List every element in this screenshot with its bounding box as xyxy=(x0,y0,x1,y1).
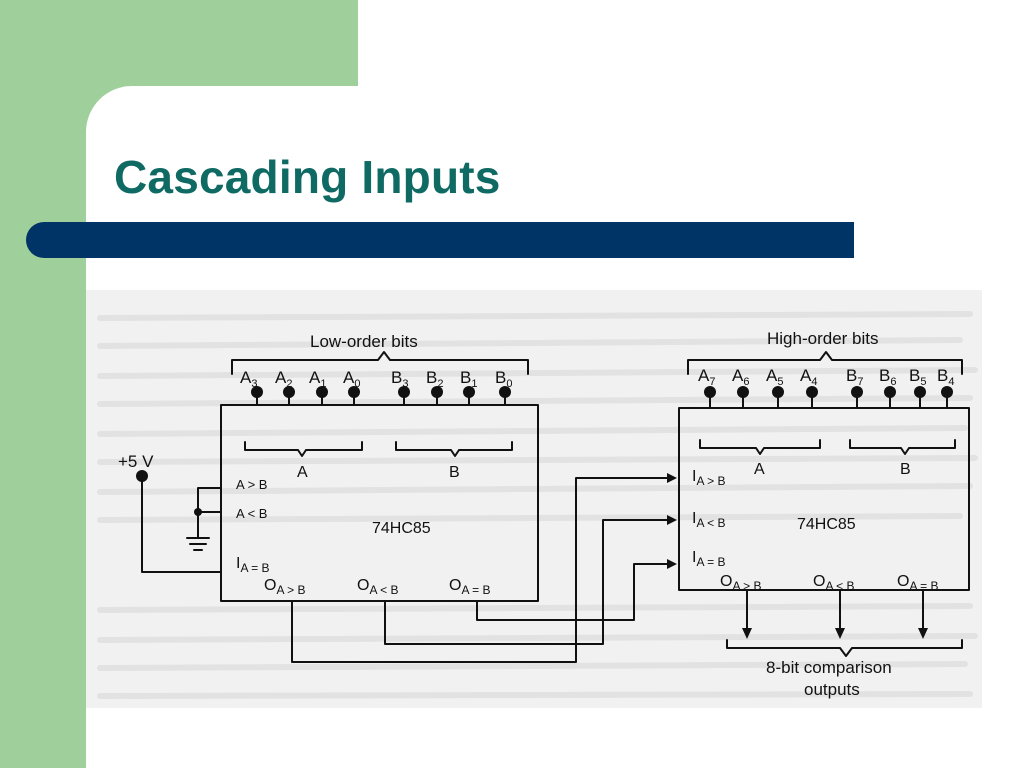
low-output-eq: OA = B xyxy=(449,577,490,597)
green-left-strip xyxy=(0,0,86,768)
supply-terminal xyxy=(136,470,148,482)
pin-terminal xyxy=(806,386,818,398)
supply-wire xyxy=(141,477,222,573)
pin-terminal xyxy=(316,386,328,398)
low-output-labels: OA > B OA < B OA = B xyxy=(264,577,490,597)
slide-title: Cascading Inputs xyxy=(114,151,501,203)
high-cascade-input-lt: IA < B xyxy=(692,510,725,530)
pin-terminal xyxy=(737,386,749,398)
ground-junction xyxy=(194,508,202,516)
low-order-bits-label: Low-order bits xyxy=(310,332,418,351)
low-word-b-label: B xyxy=(449,464,460,481)
cascade-wire-a-greater-b xyxy=(291,477,671,663)
cascade-wire-a-equal-b xyxy=(476,563,671,621)
low-word-a-label: A xyxy=(297,464,308,481)
page-bleed-texture xyxy=(97,311,978,699)
high-word-b-brace xyxy=(849,439,956,455)
high-cascade-input-labels: IA > B IA < B IA = B xyxy=(692,468,725,569)
low-cascade-input-gt: A > B xyxy=(236,477,267,492)
low-output-gt: OA > B xyxy=(264,577,305,597)
pin-label-a1: A1 xyxy=(309,368,326,390)
low-word-a-brace xyxy=(244,441,363,457)
low-cascade-input-eq: IA = B xyxy=(236,555,269,575)
high-cascade-input-gt: IA > B xyxy=(692,468,725,488)
comparator-cascade-figure: Low-order bits High-order bits A3 A2 A1 … xyxy=(86,290,982,708)
arrowheads xyxy=(667,473,928,639)
outputs-brace xyxy=(726,639,963,657)
high-cascade-input-eq: IA = B xyxy=(692,549,725,569)
high-word-a-label: A xyxy=(754,461,765,478)
high-word-b-label: B xyxy=(900,461,911,478)
pin-terminal xyxy=(884,386,896,398)
low-word-b-brace xyxy=(395,441,513,457)
high-chip-name: 74HC85 xyxy=(797,516,856,533)
pin-terminal xyxy=(463,386,475,398)
pin-label-a2: A2 xyxy=(275,368,292,390)
high-order-bits-label: High-order bits xyxy=(767,329,879,348)
ground-tie-wires xyxy=(186,487,222,551)
pin-terminal xyxy=(499,386,511,398)
pin-terminal xyxy=(283,386,295,398)
low-chip-name: 74HC85 xyxy=(372,520,431,537)
pin-label-a3: A3 xyxy=(240,368,257,390)
outputs-label-line2: outputs xyxy=(804,680,860,699)
high-order-comparator-chip xyxy=(678,407,970,591)
pin-terminal xyxy=(398,386,410,398)
pin-terminal xyxy=(704,386,716,398)
title-underline-bar xyxy=(26,222,854,258)
low-order-comparator-chip xyxy=(220,404,539,602)
cascade-wire-a-less-b xyxy=(384,519,671,645)
input-terminals xyxy=(136,386,953,516)
pin-terminal xyxy=(431,386,443,398)
high-order-bits-brace xyxy=(687,351,963,375)
supply-label: +5 V xyxy=(118,452,154,471)
low-order-pin-labels: A3 A2 A1 A0 B3 B2 B1 B0 xyxy=(240,368,512,390)
pin-terminal xyxy=(251,386,263,398)
low-cascade-input-lt: A < B xyxy=(236,506,267,521)
circuit-diagram: Low-order bits High-order bits A3 A2 A1 … xyxy=(97,311,978,699)
high-word-a-brace xyxy=(699,439,821,455)
pin-terminal xyxy=(941,386,953,398)
low-order-bits-brace xyxy=(231,351,529,375)
pin-terminal xyxy=(772,386,784,398)
outputs-label-line1: 8-bit comparison xyxy=(766,658,892,677)
pin-terminal xyxy=(914,386,926,398)
pin-terminal xyxy=(348,386,360,398)
low-output-lt: OA < B xyxy=(357,577,398,597)
low-cascade-input-labels: A > B A < B IA = B xyxy=(236,477,269,575)
pin-terminal xyxy=(851,386,863,398)
